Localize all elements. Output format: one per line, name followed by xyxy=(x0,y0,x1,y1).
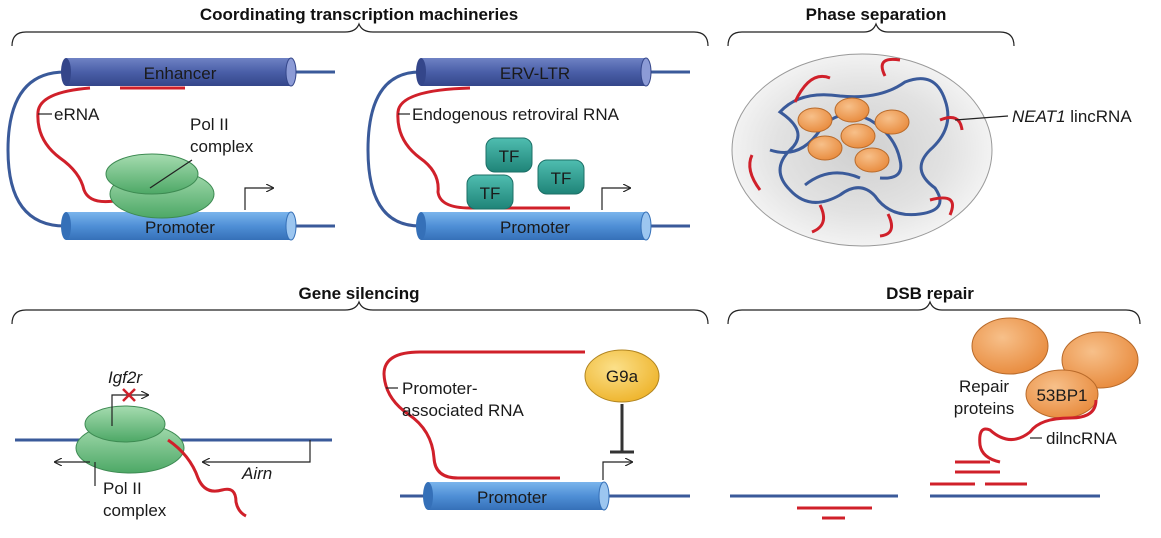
panel-phase: NEAT1 lincRNA xyxy=(731,53,1132,247)
enhancer-label: Enhancer xyxy=(144,64,217,83)
pol2-complex xyxy=(75,405,185,474)
rna-fragment xyxy=(929,196,954,216)
dna-loop xyxy=(6,70,66,228)
header-phase: Phase separation xyxy=(806,5,947,24)
dna-loop xyxy=(366,70,421,228)
enhancer-cylinder: Enhancer xyxy=(61,57,297,87)
tss-arrow xyxy=(601,188,630,210)
tf-label: TF xyxy=(480,184,501,203)
protein-cluster xyxy=(797,97,910,173)
promoter-label: Promoter xyxy=(145,218,215,237)
tf-label: TF xyxy=(499,147,520,166)
blocked-x-icon xyxy=(122,388,136,402)
repair-label-line2: proteins xyxy=(954,399,1014,418)
rna-fragment xyxy=(880,57,901,77)
pol2-label-line2: complex xyxy=(190,137,254,156)
airn-rna xyxy=(167,438,247,518)
53bp1-protein: 53BP1 xyxy=(1025,369,1099,419)
g9a-label: G9a xyxy=(606,367,639,386)
pol2-complex xyxy=(105,153,215,219)
rna-fragment xyxy=(879,213,894,238)
rna-label-line1: Promoter- xyxy=(402,379,478,398)
igf2r-label: Igf2r xyxy=(108,368,143,387)
erv-cylinder: ERV-LTR xyxy=(416,57,652,87)
rna-fragment xyxy=(939,116,964,131)
rna-fragment xyxy=(748,154,762,191)
promoter-label: Promoter xyxy=(477,488,547,507)
tss-arrow xyxy=(602,462,632,480)
neat1-label-italic: NEAT1 xyxy=(1012,107,1066,126)
rna-label-line2: associated RNA xyxy=(402,401,525,420)
repair-label-line1: Repair xyxy=(959,377,1009,396)
tss-arrow xyxy=(244,188,273,210)
erv-rna-label: Endogenous retroviral RNA xyxy=(412,105,620,124)
pol2-label-line2: complex xyxy=(103,501,167,520)
neat1-scaffold-loop xyxy=(777,77,950,217)
bracket-silencing xyxy=(11,300,709,325)
erna-strand xyxy=(36,86,121,204)
panel-igf2r: Igf2r Airn Pol II complex xyxy=(15,368,332,520)
neat1-scaffold-inner xyxy=(769,112,903,187)
tf-box: TF xyxy=(485,137,533,173)
promoter-cylinder: Promoter xyxy=(423,481,610,511)
tf-box: TF xyxy=(537,159,585,195)
header-dsb: DSB repair xyxy=(886,284,974,303)
53bp1-label: 53BP1 xyxy=(1036,386,1087,405)
header-silencing: Gene silencing xyxy=(299,284,420,303)
panel-enhancer: Enhancer eRNA Promoter Pol II complex xyxy=(6,57,335,241)
neat1-label-rest: lincRNA xyxy=(1066,107,1133,126)
pol2-label-line1: Pol II xyxy=(103,479,142,498)
dilncrna-strand xyxy=(978,399,1098,464)
panel-g9a: Promoter Promoter- associated RNA G9a xyxy=(382,349,690,511)
neat1-pointer xyxy=(954,115,1009,121)
airn-label: Airn xyxy=(241,464,272,483)
repair-protein xyxy=(971,317,1049,375)
rna-fragment xyxy=(793,75,831,103)
panel-erv: ERV-LTR Endogenous retroviral RNA Promot… xyxy=(366,57,690,241)
neat1-label: NEAT1 lincRNA xyxy=(1012,107,1132,126)
rna-fragment xyxy=(811,204,826,234)
g9a-protein: G9a xyxy=(584,349,660,403)
promoter-label: Promoter xyxy=(500,218,570,237)
bracket-phase xyxy=(727,22,1015,47)
erv-label: ERV-LTR xyxy=(500,64,570,83)
tf-box: TF xyxy=(466,174,514,210)
pol2-label-line1: Pol II xyxy=(190,115,229,134)
panel-dsb: 53BP1 Repair proteins dilncRNA xyxy=(730,317,1139,520)
bracket-dsb xyxy=(727,300,1141,325)
pol2-pointer xyxy=(149,159,193,189)
promoter-cylinder: Promoter xyxy=(416,211,652,241)
bracket-coordinating xyxy=(11,22,709,47)
erna-label: eRNA xyxy=(54,105,100,124)
erv-rna-strand xyxy=(396,86,570,210)
promoter-associated-rna xyxy=(382,350,585,480)
igf2r-tss-arrow xyxy=(111,395,148,426)
header-coordinating: Coordinating transcription machineries xyxy=(200,5,518,24)
tf-label: TF xyxy=(551,169,572,188)
airn-tss-arrow xyxy=(203,440,311,462)
dilncrna-label: dilncRNA xyxy=(1046,429,1118,448)
